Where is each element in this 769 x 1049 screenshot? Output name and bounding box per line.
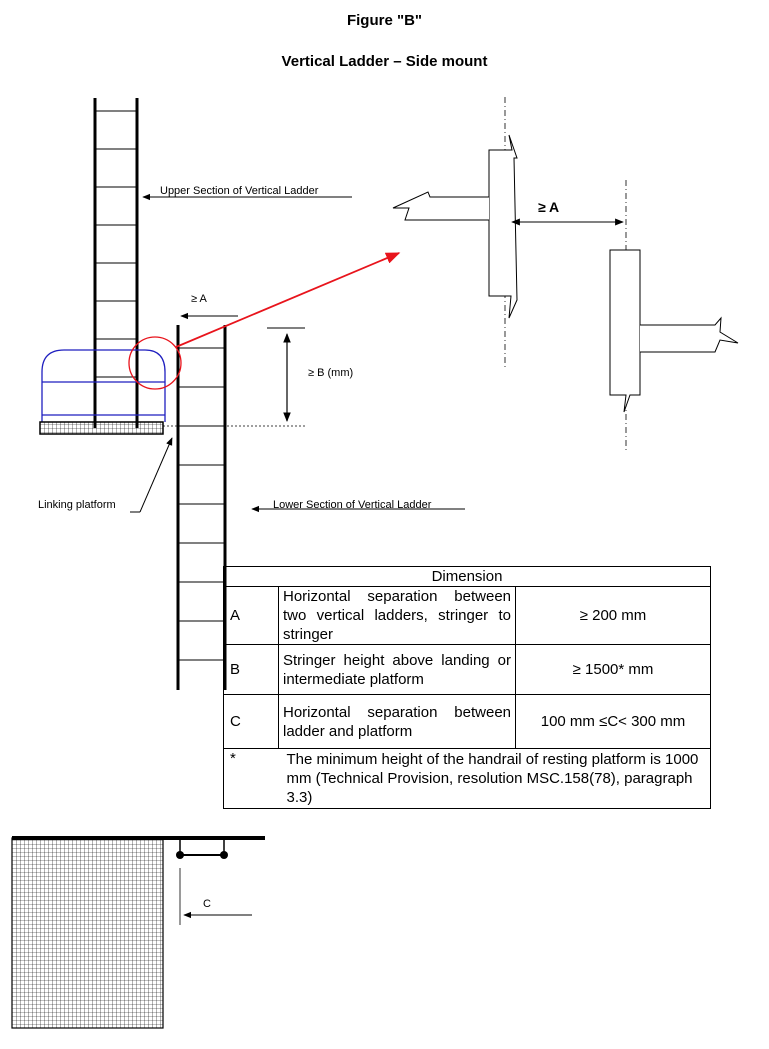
row-key: A xyxy=(223,586,279,645)
table-note-row: * The minimum height of the handrail of … xyxy=(223,748,711,809)
plan-view xyxy=(11,836,265,1029)
table-header: Dimension xyxy=(223,566,711,587)
table-row: B Stringer height above landing or inter… xyxy=(223,644,711,695)
table-row: C Horizontal separation between ladder a… xyxy=(223,694,711,749)
dim-b-label: ≥ B (mm) xyxy=(308,367,353,379)
row-description: Stringer height above landing or interme… xyxy=(278,644,516,695)
linking-platform-label: Linking platform xyxy=(38,499,116,511)
linking-platform xyxy=(39,421,164,435)
handrail-outline xyxy=(41,349,166,422)
row-value: ≥ 200 mm xyxy=(515,586,711,645)
detail-pointer-arrow xyxy=(175,252,401,348)
figure-subtitle: Vertical Ladder – Side mount xyxy=(281,53,488,70)
row-key: B xyxy=(223,644,279,695)
row-description: Horizontal separation between two vertic… xyxy=(278,586,516,645)
note-key: * xyxy=(223,748,279,809)
upper-ladder xyxy=(93,98,139,428)
row-value: ≥ 1500* mm xyxy=(515,644,711,695)
row-description: Horizontal separation between ladder and… xyxy=(278,694,516,749)
detail-highlight-circle xyxy=(128,336,182,390)
figure-title: Figure "B" xyxy=(346,12,423,29)
dim-c-label: C xyxy=(203,898,211,910)
note-text: The minimum height of the handrail of re… xyxy=(278,748,711,809)
dimension-table: Dimension A Horizontal separation betwee… xyxy=(223,566,711,809)
detail-view xyxy=(392,97,739,452)
row-key: C xyxy=(223,694,279,749)
row-value: 100 mm ≤C< 300 mm xyxy=(515,694,711,749)
lower-section-label: Lower Section of Vertical Ladder xyxy=(273,499,432,511)
table-row: A Horizontal separation between two vert… xyxy=(223,586,711,645)
dim-a-detail-label: ≥ A xyxy=(538,199,559,215)
dim-a-label: ≥ A xyxy=(191,293,207,305)
lower-ladder xyxy=(176,325,227,690)
upper-section-label: Upper Section of Vertical Ladder xyxy=(160,185,319,197)
